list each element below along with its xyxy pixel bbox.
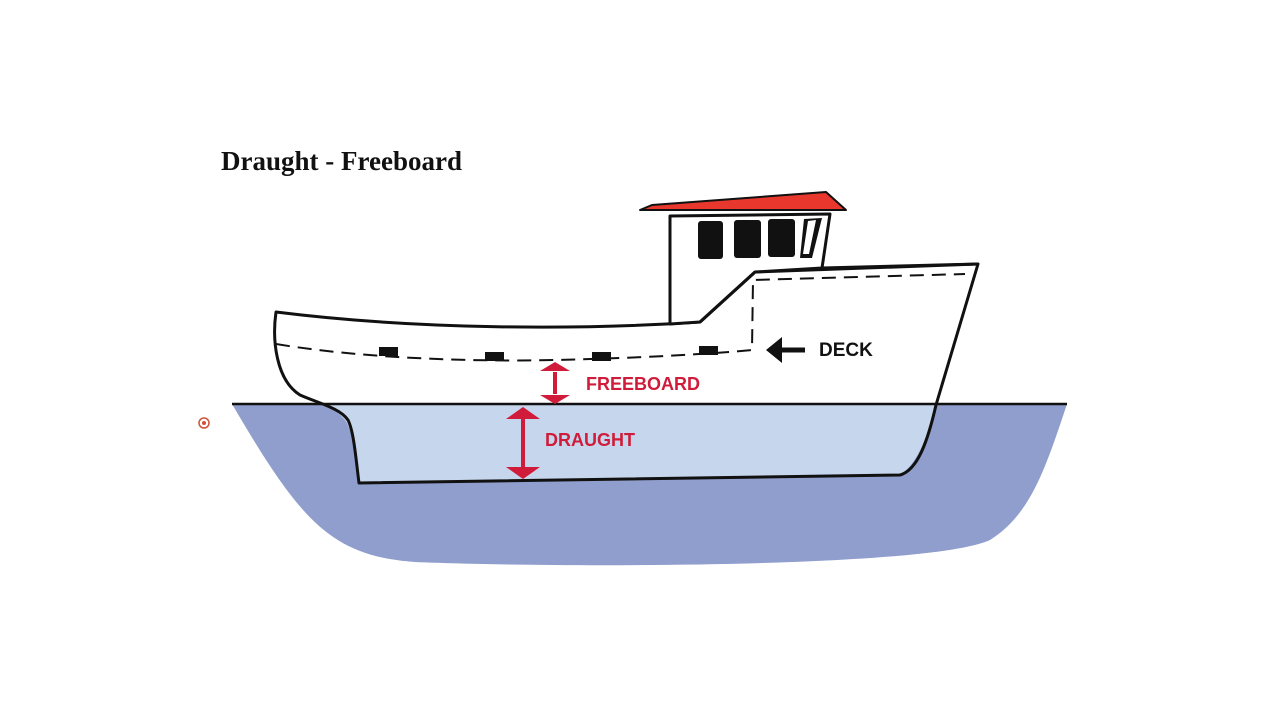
draught-arrow [506, 407, 540, 479]
freeboard-arrow [540, 362, 570, 404]
window [768, 219, 795, 257]
slide-title: Draught - Freeboard [221, 146, 462, 176]
scuppers [379, 346, 718, 361]
scupper [592, 352, 611, 361]
wheelhouse-windows [698, 218, 822, 259]
draught-label: DRAUGHT [545, 430, 635, 450]
wheelhouse-roof [639, 191, 847, 211]
pointer-dot-icon [198, 417, 210, 429]
arrow-left-icon [766, 337, 805, 363]
deck-line [275, 273, 966, 362]
hull-outline [273, 262, 980, 485]
submerged-hull [322, 404, 936, 483]
deck-label: DECK [819, 340, 873, 361]
window [734, 220, 761, 258]
freeboard-label: FREEBOARD [586, 374, 700, 394]
scupper [699, 346, 718, 355]
window [698, 221, 723, 259]
scupper [379, 347, 398, 356]
scupper [485, 352, 504, 361]
